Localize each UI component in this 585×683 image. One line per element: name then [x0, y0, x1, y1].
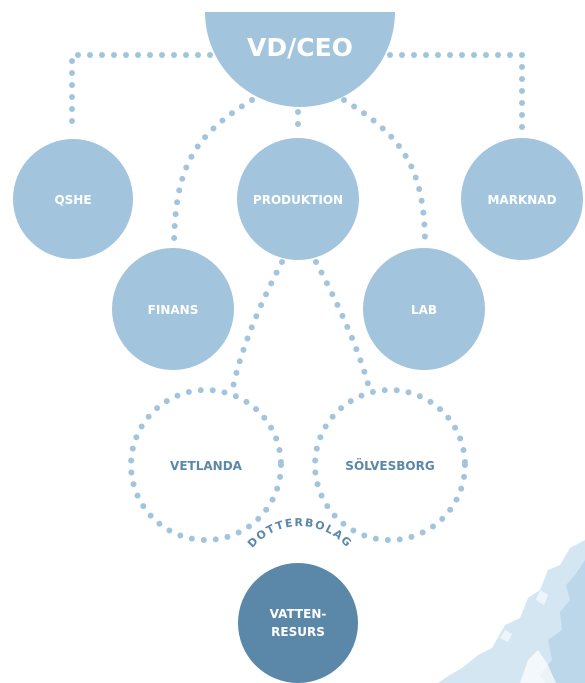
vattenresurs-label-line1: VATTEN-	[270, 607, 327, 621]
connector-produktion-solvesborg	[313, 259, 373, 395]
ceo-node[interactable]: VD/CEO	[205, 12, 395, 107]
connector-ceo-finans	[171, 97, 255, 248]
solvesborg-dotted-circle	[312, 387, 468, 543]
finans-label: FINANS	[148, 303, 199, 317]
connector-ceo-marknad	[375, 52, 525, 133]
subsidiary-arc-label: DOTTERBOLAG	[245, 516, 355, 550]
node-produktion[interactable]: PRODUKTION	[237, 138, 359, 260]
connector-ceo-lab	[341, 97, 428, 248]
connector-produktion-vetlanda	[229, 259, 285, 395]
connectors	[69, 52, 525, 543]
node-qshe[interactable]: QSHE	[13, 139, 133, 259]
vetlanda-label[interactable]: VETLANDA	[170, 459, 243, 473]
ceo-label: VD/CEO	[247, 33, 353, 62]
lab-label: LAB	[411, 303, 437, 317]
solvesborg-label[interactable]: SÖLVESBORG	[345, 458, 434, 473]
qshe-label: QSHE	[54, 193, 91, 207]
marknad-label: MARKNAD	[487, 193, 556, 207]
vetlanda-dotted-circle	[128, 387, 284, 543]
subsidiary-arc-text: DOTTERBOLAG	[245, 516, 353, 550]
node-marknad[interactable]: MARKNAD	[461, 138, 583, 260]
map-decoration	[438, 540, 585, 683]
connector-ceo-qshe	[69, 52, 225, 133]
node-vattenresurs[interactable]: VATTEN- RESURS	[238, 563, 358, 683]
node-lab[interactable]: LAB	[363, 248, 485, 370]
node-finans[interactable]: FINANS	[112, 248, 234, 370]
vattenresurs-label-line2: RESURS	[271, 625, 325, 639]
produktion-label: PRODUKTION	[253, 193, 343, 207]
